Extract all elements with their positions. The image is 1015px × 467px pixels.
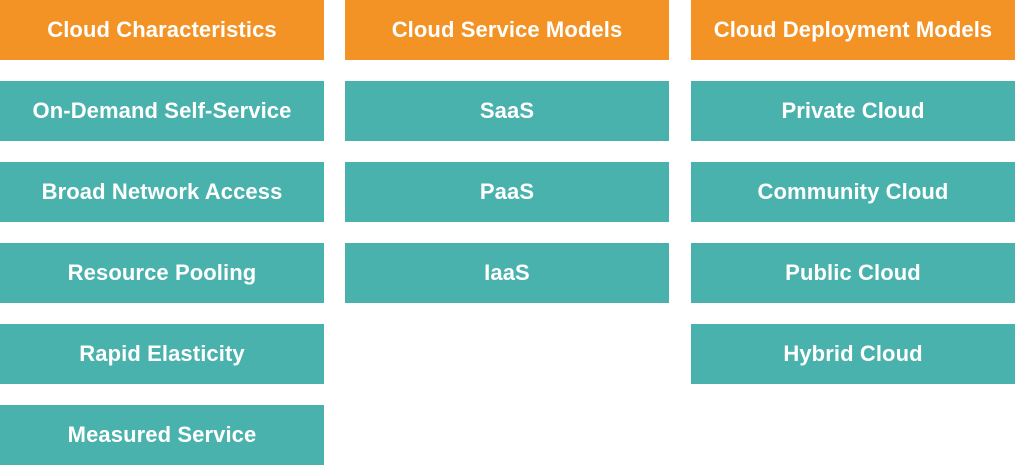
item-measured-service: Measured Service (0, 405, 324, 465)
item-public-cloud: Public Cloud (691, 243, 1015, 303)
item-saas: SaaS (345, 81, 669, 141)
item-private-cloud: Private Cloud (691, 81, 1015, 141)
column-cloud-deployment-models: Cloud Deployment Models Private Cloud Co… (691, 0, 1015, 384)
item-rapid-elasticity: Rapid Elasticity (0, 324, 324, 384)
header-cloud-deployment-models: Cloud Deployment Models (691, 0, 1015, 60)
item-community-cloud: Community Cloud (691, 162, 1015, 222)
item-broad-network-access: Broad Network Access (0, 162, 324, 222)
item-paas: PaaS (345, 162, 669, 222)
item-hybrid-cloud: Hybrid Cloud (691, 324, 1015, 384)
item-resource-pooling: Resource Pooling (0, 243, 324, 303)
column-cloud-service-models: Cloud Service Models SaaS PaaS IaaS (345, 0, 669, 303)
item-iaas: IaaS (345, 243, 669, 303)
header-cloud-service-models: Cloud Service Models (345, 0, 669, 60)
item-on-demand-self-service: On-Demand Self-Service (0, 81, 324, 141)
header-cloud-characteristics: Cloud Characteristics (0, 0, 324, 60)
column-cloud-characteristics: Cloud Characteristics On-Demand Self-Ser… (0, 0, 324, 465)
